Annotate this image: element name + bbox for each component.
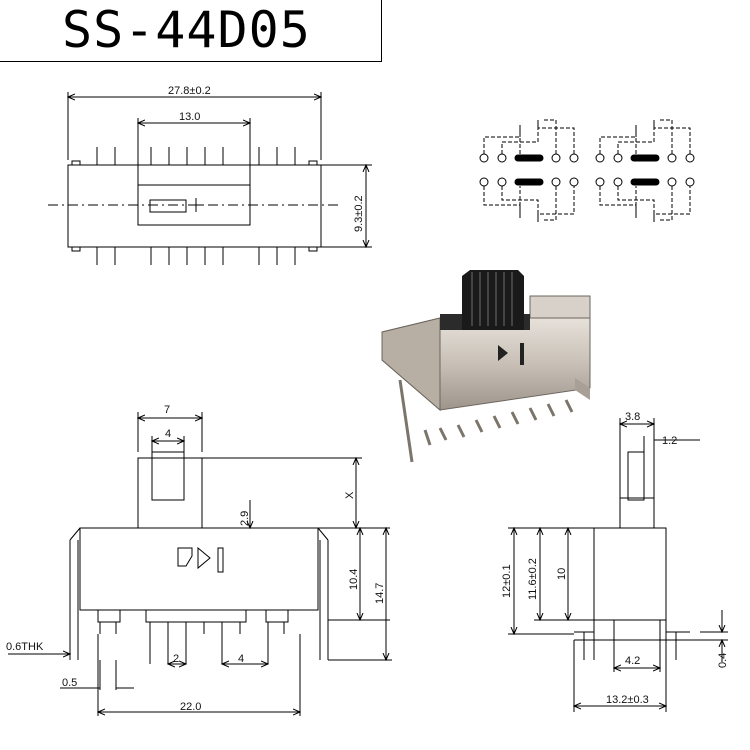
dim-body-height: 9.3±0.2 bbox=[353, 195, 365, 232]
dim-end-pin-offset: 0.4 bbox=[717, 653, 729, 668]
side-body bbox=[593, 527, 667, 621]
front-legs bbox=[69, 527, 329, 660]
side-actuator-knob bbox=[627, 451, 645, 501]
dim-end-body: 10 bbox=[556, 568, 568, 580]
side-base bbox=[574, 620, 700, 641]
product-photo bbox=[381, 270, 591, 463]
circuit-schematic bbox=[479, 119, 695, 222]
front-pins bbox=[99, 622, 285, 634]
schematic-right bbox=[595, 119, 695, 222]
dim-end-height: 12±0.1 bbox=[501, 564, 513, 598]
front-body bbox=[79, 527, 319, 611]
dim-pin-width: 0.5 bbox=[62, 677, 77, 689]
overall-length-ext bbox=[67, 92, 322, 160]
front-actuator-knob bbox=[151, 451, 185, 501]
part-number-title: SS-44D05 bbox=[62, 1, 311, 59]
dim-total-height: 14.7 bbox=[374, 583, 386, 604]
top-view-pins-lower bbox=[96, 247, 296, 265]
side-actuator-base bbox=[619, 497, 655, 529]
product-pins bbox=[398, 379, 574, 463]
dim-end-inner-height: 11.6±0.2 bbox=[527, 558, 539, 600]
schematic-left bbox=[479, 119, 579, 222]
dim-actuator-gap: 2.9 bbox=[239, 511, 251, 526]
dim-pin-pitch: 2 bbox=[173, 653, 179, 665]
dim-sheet-thickness: 0.6THK bbox=[6, 641, 44, 653]
dim-pin-span: 13.0 bbox=[179, 111, 200, 123]
dim-row-pitch: 4 bbox=[238, 653, 244, 665]
side-inner bbox=[613, 619, 661, 632]
dim-overall-length: 27.8±0.2 bbox=[168, 85, 211, 97]
pin-span-ext bbox=[137, 118, 251, 185]
top-view-pins-upper bbox=[96, 147, 296, 165]
top-view-actuator bbox=[149, 199, 187, 213]
dim-travel: X bbox=[344, 491, 356, 499]
dim-end-inner: 1.2 bbox=[662, 435, 677, 447]
top-view-body bbox=[67, 164, 322, 248]
front-actuator-base bbox=[137, 457, 203, 529]
title-block: SS-44D05 bbox=[0, 0, 382, 62]
front-arrow-mark bbox=[177, 546, 211, 570]
dim-actuator-inner: 4 bbox=[165, 428, 171, 440]
dim-end-total-width: 13.2±0.3 bbox=[606, 694, 649, 706]
front-pin-block-center bbox=[145, 609, 247, 623]
front-pin-block-right bbox=[265, 609, 289, 623]
dim-actuator-width: 7 bbox=[164, 404, 170, 416]
front-pin-block-left bbox=[97, 609, 121, 623]
side-legs bbox=[583, 632, 677, 660]
product-actuator bbox=[462, 270, 524, 330]
dim-base-length: 22.0 bbox=[180, 701, 201, 713]
side-view bbox=[508, 418, 728, 712]
dim-body-side: 10.4 bbox=[348, 569, 360, 590]
front-bar-mark bbox=[217, 547, 224, 573]
front-view bbox=[8, 412, 392, 716]
dim-end-width: 3.8 bbox=[625, 411, 640, 423]
top-view-center-mark bbox=[189, 198, 203, 212]
dim-end-pin-spacing: 4.2 bbox=[625, 655, 640, 667]
top-view-tabs bbox=[71, 160, 318, 252]
top-view bbox=[48, 92, 372, 265]
